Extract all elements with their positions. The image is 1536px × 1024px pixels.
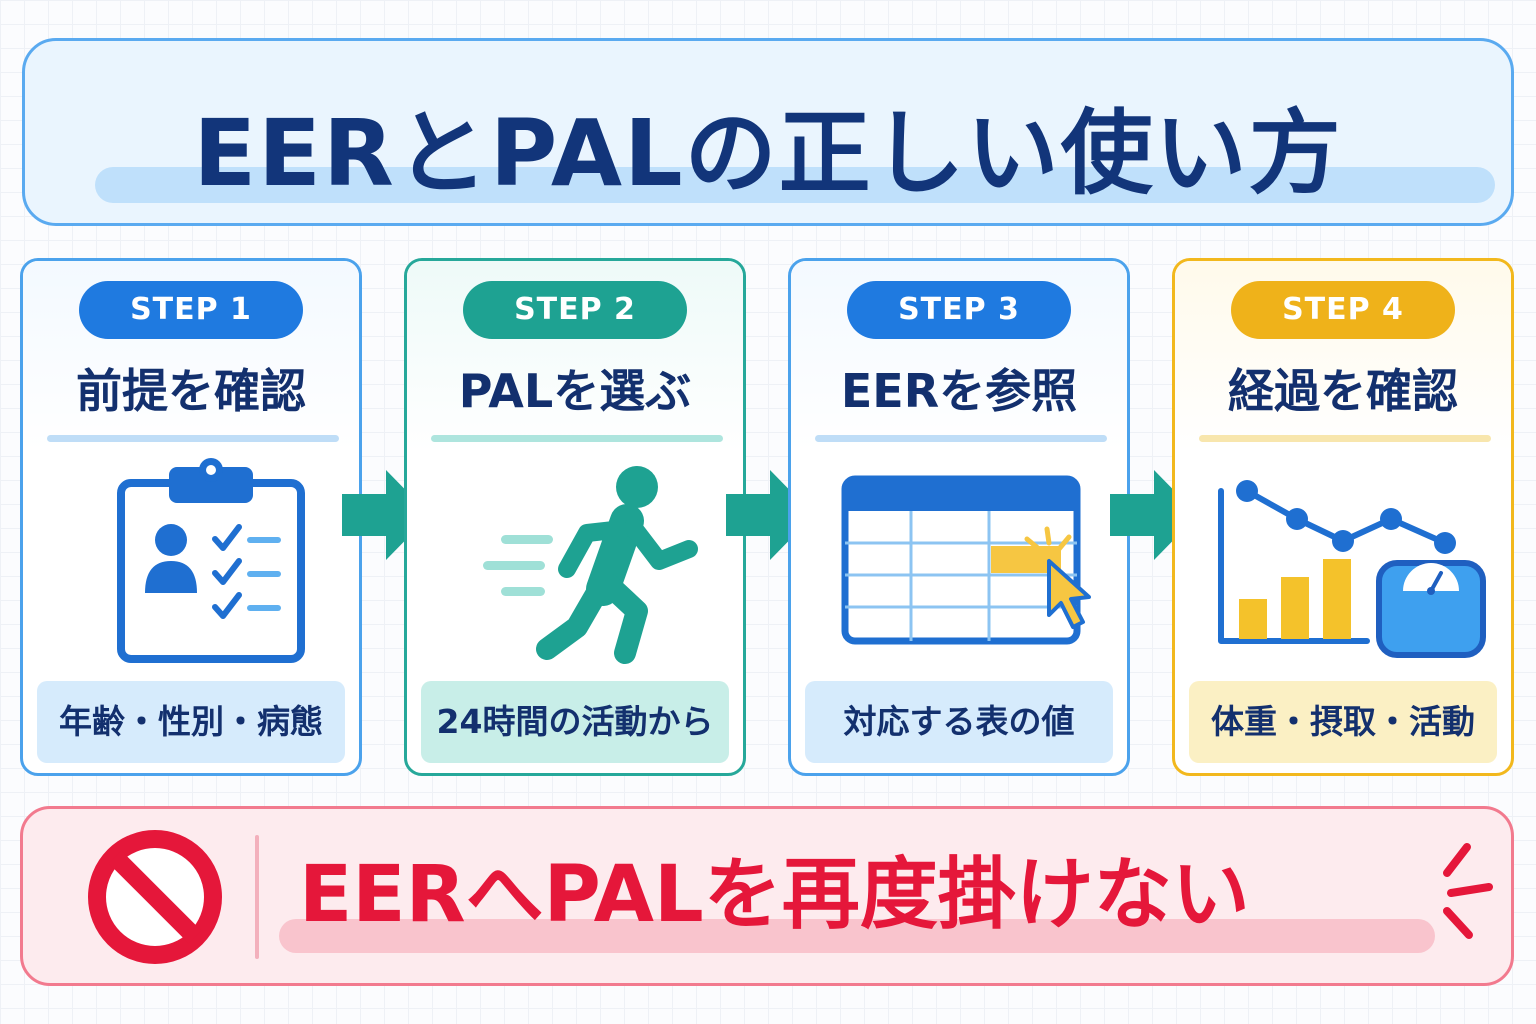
step-title-1: 前提を確認 bbox=[76, 364, 306, 418]
step-card-4: STEP 4 経過を確認 体重・摂取・活動 bbox=[1172, 258, 1514, 776]
step-card-3: STEP 3 EERを参照 対応する表の値 bbox=[788, 258, 1130, 776]
title-highlight bbox=[95, 167, 1495, 203]
title-banner: EERとPALの正しい使い方 bbox=[22, 38, 1514, 226]
step-title-4: 経過を確認 bbox=[1228, 364, 1458, 418]
page-title: EERとPALの正しい使い方 bbox=[193, 100, 1343, 207]
clipboard-checklist-icon bbox=[43, 457, 343, 667]
step-underline-1 bbox=[47, 435, 339, 442]
emphasis-burst-icon bbox=[1443, 843, 1493, 939]
step-title-2: PALを選ぶ bbox=[458, 364, 692, 418]
step-underline-3 bbox=[815, 435, 1107, 442]
step-badge-3: STEP 3 bbox=[847, 281, 1071, 339]
step-card-1: STEP 1 前提を確認 年齢・性別・病態 bbox=[20, 258, 362, 776]
step-caption-4: 体重・摂取・活動 bbox=[1189, 681, 1497, 763]
step-badge-2: STEP 2 bbox=[463, 281, 687, 339]
step-badge-1: STEP 1 bbox=[79, 281, 303, 339]
chart-scale-icon bbox=[1195, 457, 1495, 667]
step-title-3: EERを参照 bbox=[840, 364, 1078, 418]
step-card-2: STEP 2 PALを選ぶ 24時間の活動から bbox=[404, 258, 746, 776]
running-person-icon bbox=[427, 457, 727, 667]
step-caption-3: 対応する表の値 bbox=[805, 681, 1113, 763]
warning-divider bbox=[255, 835, 259, 959]
table-pointer-icon bbox=[811, 457, 1111, 667]
warning-banner: EERへPALを再度掛けない bbox=[20, 806, 1514, 986]
warning-highlight bbox=[279, 919, 1435, 953]
step-underline-4 bbox=[1199, 435, 1491, 442]
prohibited-icon bbox=[88, 830, 222, 964]
step-underline-2 bbox=[431, 435, 723, 442]
step-badge-4: STEP 4 bbox=[1231, 281, 1455, 339]
step-caption-1: 年齢・性別・病態 bbox=[37, 681, 345, 763]
warning-text: EERへPALを再度掛けない bbox=[299, 850, 1250, 940]
step-caption-2: 24時間の活動から bbox=[421, 681, 729, 763]
